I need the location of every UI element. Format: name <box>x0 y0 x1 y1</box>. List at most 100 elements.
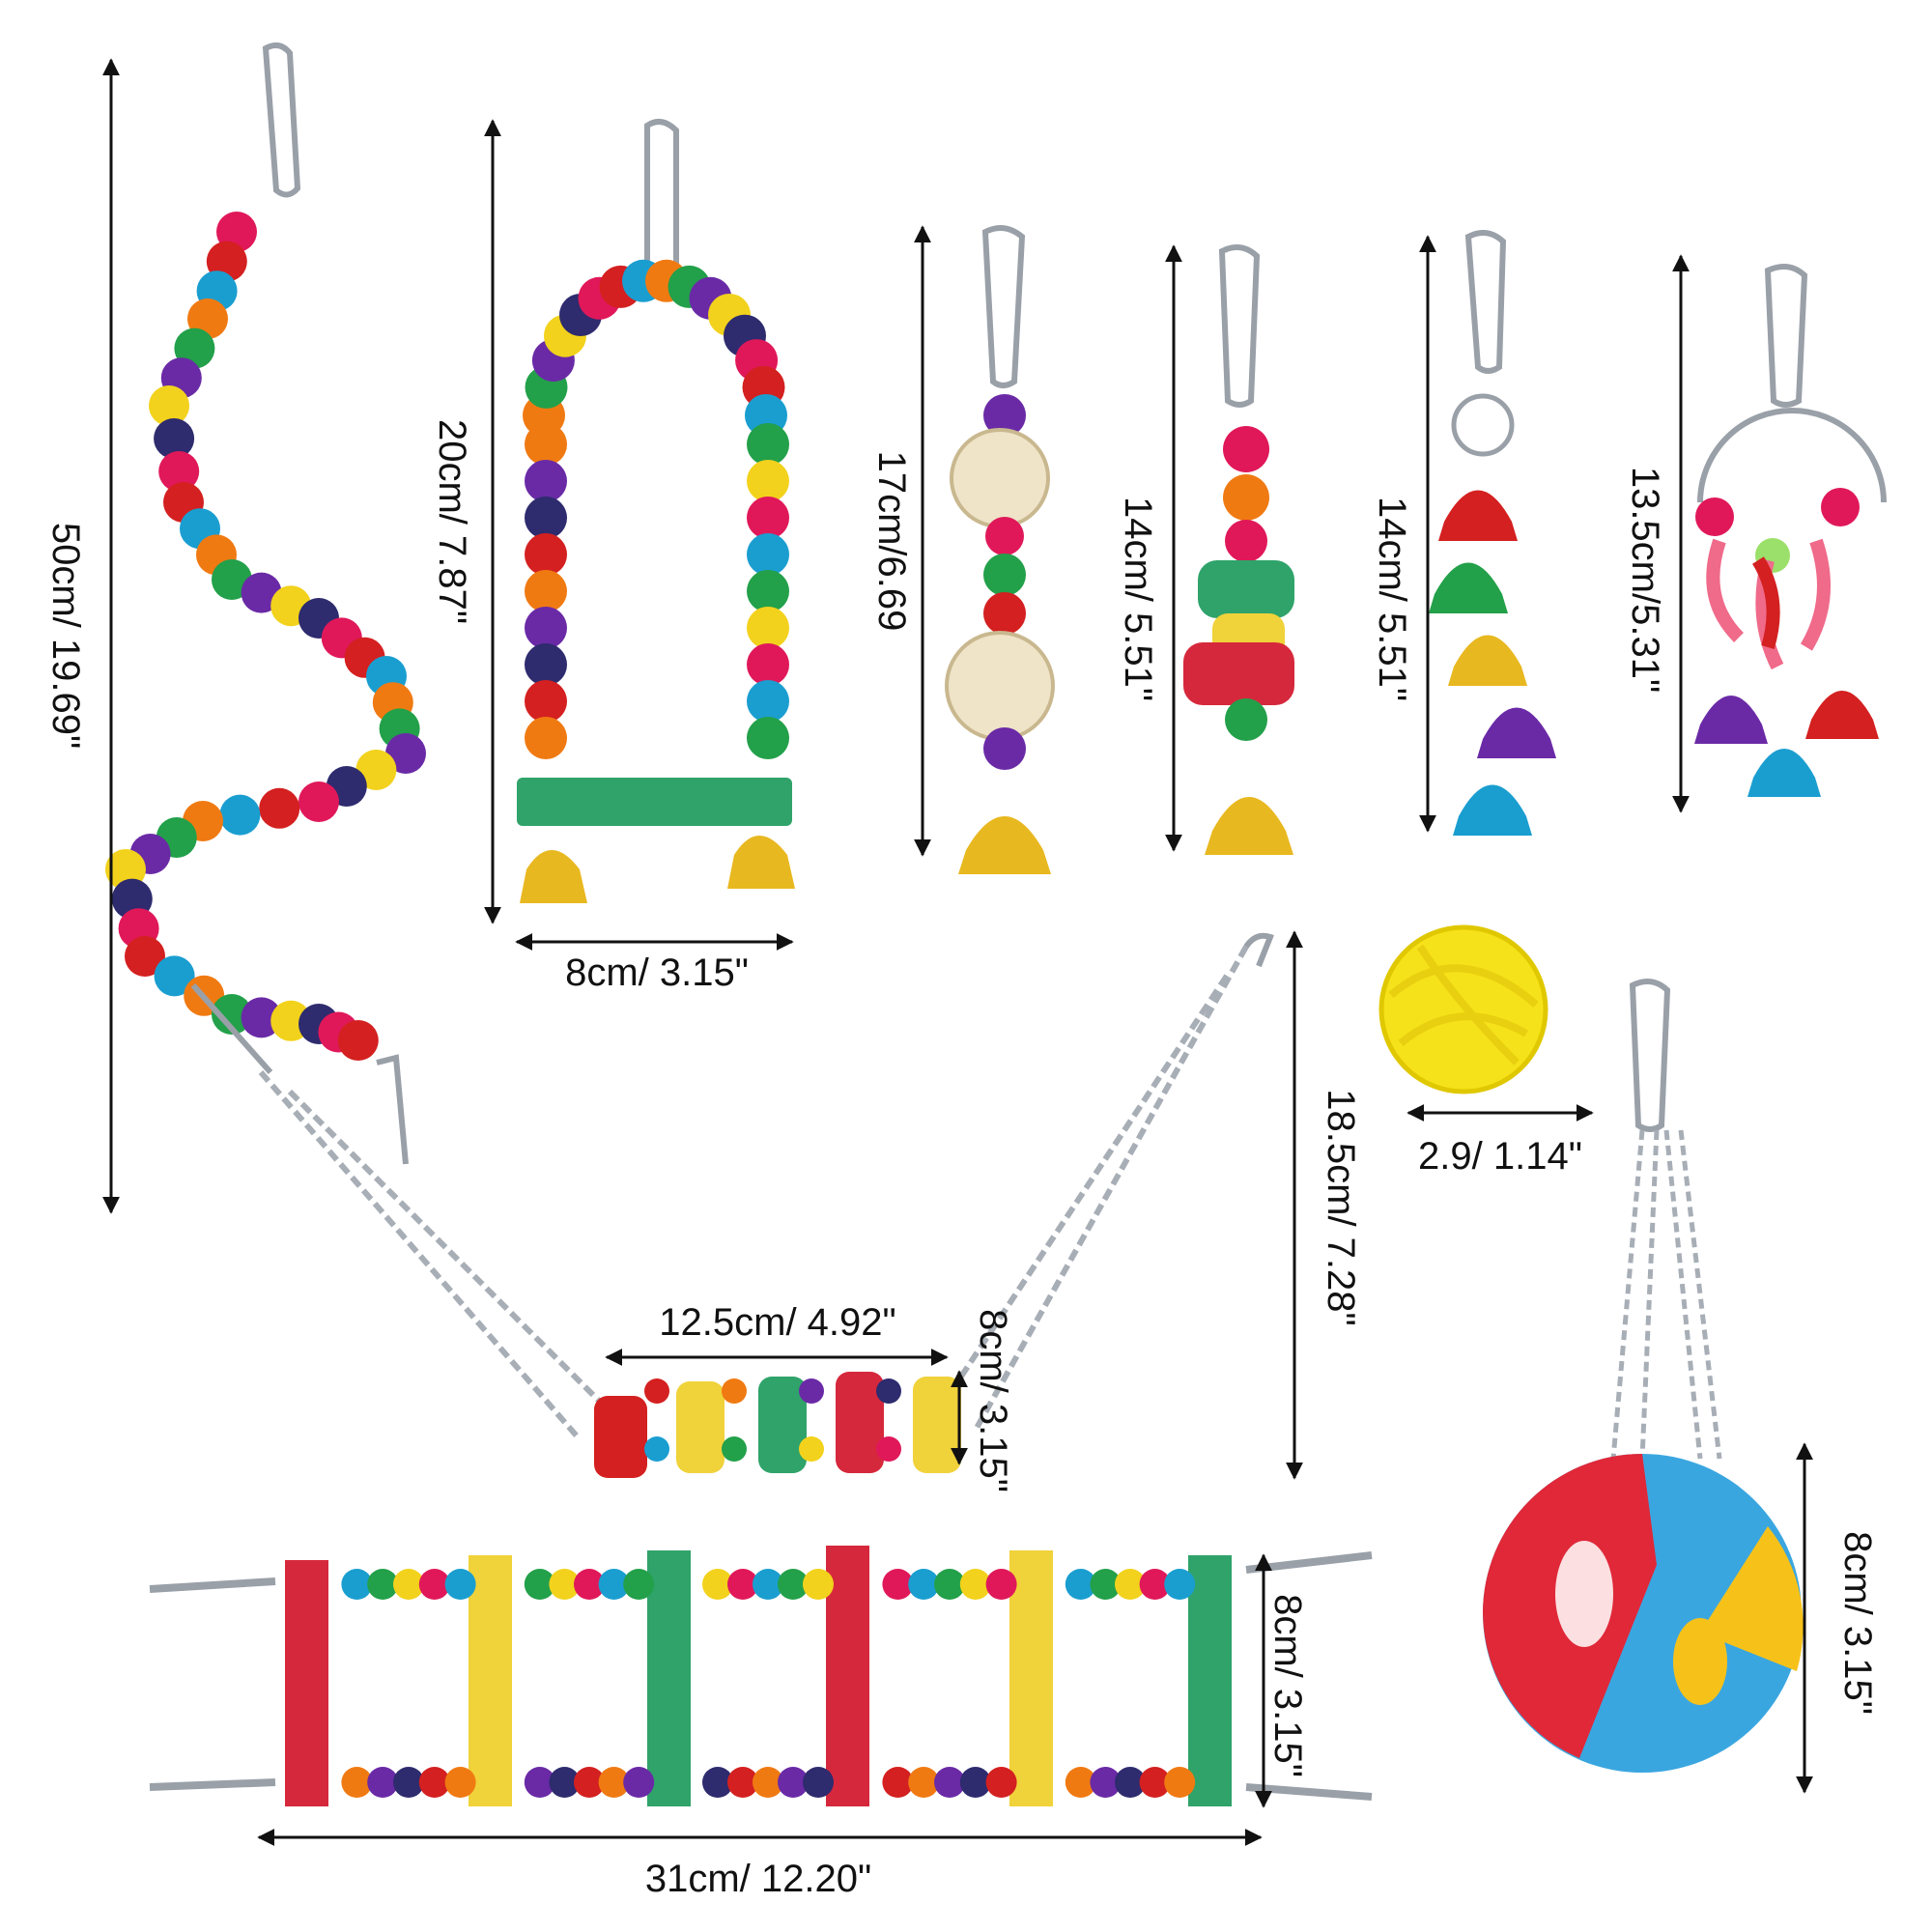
bead <box>727 1767 758 1798</box>
bead <box>241 997 282 1038</box>
ladder-toy <box>149 1546 1373 1806</box>
bead <box>525 717 567 759</box>
hammock-height-label: 18.5cm/ 7.28" <box>1320 1089 1362 1325</box>
bead <box>1090 1767 1122 1798</box>
rope-beads <box>105 212 426 1061</box>
bead <box>1115 1569 1146 1600</box>
bead <box>747 460 789 502</box>
spool-hook-icon <box>1218 244 1261 408</box>
bead <box>908 1767 940 1798</box>
ring-hook-icon <box>1764 264 1808 408</box>
bead <box>747 497 789 539</box>
arch-beads <box>523 259 789 759</box>
bead <box>727 1569 758 1600</box>
bells-toy <box>1429 230 1556 836</box>
bead <box>747 423 789 466</box>
ladder-width-label: 31cm/ 12.20" <box>645 1858 871 1900</box>
bead <box>778 1569 809 1600</box>
bead <box>882 1767 914 1798</box>
bead <box>702 1767 733 1798</box>
bead <box>778 1767 809 1798</box>
bead <box>298 781 339 822</box>
hammock-toy <box>258 932 1274 1478</box>
hammock-chain <box>258 945 1249 1441</box>
spool-toy <box>1183 244 1294 855</box>
rattan-bell-icon <box>958 816 1051 874</box>
bead <box>524 1569 555 1600</box>
bead <box>1139 1767 1171 1798</box>
bead <box>959 1767 991 1798</box>
bead <box>959 1569 991 1600</box>
bead <box>753 1569 783 1600</box>
hammock-width-label: 12.5cm/ 4.92" <box>659 1301 895 1344</box>
bead <box>644 1378 669 1404</box>
bead <box>803 1569 834 1600</box>
ball-chain <box>1610 1129 1722 1460</box>
bead <box>722 1378 747 1404</box>
bead <box>574 1569 605 1600</box>
bead <box>702 1569 733 1600</box>
bell-toy-height-label: 14cm/ 5.51" <box>1371 497 1413 701</box>
bead <box>1090 1569 1122 1600</box>
rattan-ball-width-label: 2.9/ 1.14" <box>1418 1135 1582 1178</box>
ladder-beads <box>341 1569 1196 1798</box>
bead <box>747 643 789 686</box>
bead <box>747 570 789 612</box>
bead <box>341 1569 373 1600</box>
bead <box>934 1767 965 1798</box>
bead <box>212 994 252 1035</box>
dimension-lines <box>102 58 1813 1846</box>
bead <box>154 418 195 459</box>
swing-width-label: 8cm/ 3.15" <box>565 952 749 994</box>
bead <box>393 1767 424 1798</box>
bead <box>574 1767 605 1798</box>
beaded-rope-toy <box>105 42 426 1165</box>
bells-bell-icon <box>1453 784 1532 836</box>
bead <box>444 1767 476 1798</box>
bead <box>803 1767 834 1798</box>
bead <box>753 1767 783 1798</box>
bead <box>549 1569 581 1600</box>
bead <box>623 1569 655 1600</box>
ring-toy-height-label: 13.5cm/5.31" <box>1624 467 1666 693</box>
bead <box>525 460 567 502</box>
ladder-height-label: 8cm/ 3.15" <box>1266 1594 1309 1777</box>
swing-hook-icon <box>644 119 679 278</box>
bead <box>525 497 567 539</box>
bead <box>644 1436 669 1462</box>
bead <box>337 1020 379 1061</box>
bead <box>985 1767 1017 1798</box>
bead <box>418 1767 450 1798</box>
rattan-ball-toy <box>945 225 1055 874</box>
bead <box>1065 1569 1096 1600</box>
bead <box>355 750 397 790</box>
rattan-hook-icon <box>981 225 1026 388</box>
bead <box>799 1436 824 1462</box>
bead <box>1139 1569 1171 1600</box>
bead <box>158 451 200 492</box>
rope-hook-icon <box>262 42 301 198</box>
bead <box>154 955 195 997</box>
bead <box>444 1569 476 1600</box>
bead <box>341 1767 373 1798</box>
bead <box>525 680 567 723</box>
bead <box>259 787 300 829</box>
ring-hoop <box>1697 408 1887 503</box>
bead <box>367 1767 399 1798</box>
yellow-rattan-ball <box>1378 924 1548 1094</box>
bead <box>219 794 261 836</box>
bead <box>799 1378 824 1404</box>
hammock-depth-label: 8cm/ 3.15" <box>972 1309 1014 1492</box>
bead <box>367 1569 399 1600</box>
bead <box>418 1569 450 1600</box>
spool-toy-height-label: 14cm/ 5.51" <box>1117 497 1159 701</box>
rattan-toy-height-label: 17cm/6.69 <box>870 451 913 632</box>
hammock-beads <box>644 1378 901 1462</box>
bead <box>1164 1767 1196 1798</box>
swing-bell-icon <box>520 836 795 903</box>
bead <box>549 1767 581 1798</box>
bead <box>623 1767 655 1798</box>
bead <box>985 1569 1017 1600</box>
rattan-ball <box>945 631 1055 741</box>
